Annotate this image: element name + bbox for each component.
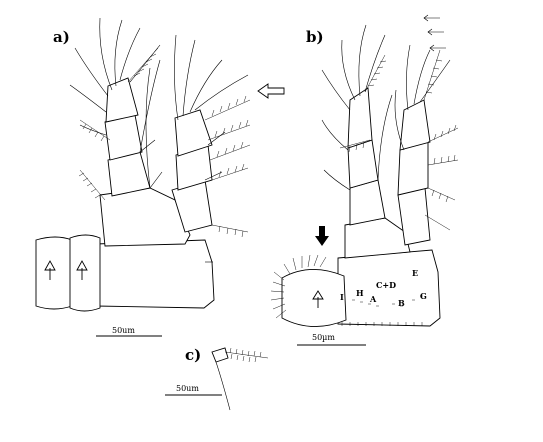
panel-a-indicator-arrow bbox=[257, 83, 285, 99]
region-i: I bbox=[340, 292, 344, 302]
panel-a-plumose-setae bbox=[78, 47, 251, 238]
region-c-d: C+D bbox=[376, 280, 396, 290]
panel-a-exopod-seg3 bbox=[105, 77, 139, 123]
panel-b-setae bbox=[321, 24, 451, 191]
panel-b-endopod-seg3 bbox=[399, 99, 431, 151]
panel-c-scale-label: 50um bbox=[176, 384, 199, 393]
panel-a-label: a) bbox=[53, 28, 70, 46]
panel-a-intercoxal-plate-2 bbox=[69, 234, 101, 312]
panel-a-endopod-seg3 bbox=[174, 109, 213, 157]
panel-b-plate-setae bbox=[270, 254, 327, 319]
panel-a-spines bbox=[139, 131, 226, 189]
panel-a: a) bbox=[35, 17, 285, 337]
region-h: H bbox=[356, 288, 364, 298]
panel-b-label: b) bbox=[306, 28, 324, 46]
panel-b-coxa-ornament bbox=[341, 295, 423, 326]
panel-c-plumose-spine bbox=[224, 347, 269, 363]
panel-b-plate-arrow bbox=[312, 290, 324, 308]
panel-b-coxa bbox=[337, 249, 441, 327]
panel-a-intercoxal-plate bbox=[35, 236, 73, 310]
panel-b-plumose-setae bbox=[339, 49, 459, 231]
panel-a-setae bbox=[69, 17, 249, 189]
panel-b-scale-label: 50µm bbox=[312, 333, 335, 342]
panel-a-plate-arrow-right bbox=[76, 260, 88, 280]
region-g: G bbox=[420, 291, 427, 301]
panel-b-exopod-seg3 bbox=[347, 87, 373, 149]
panel-c-seta bbox=[215, 361, 231, 411]
region-a: A bbox=[369, 294, 377, 304]
panel-a-coxa bbox=[95, 239, 215, 309]
region-b: B bbox=[398, 298, 405, 308]
panel-b-black-arrow bbox=[315, 226, 329, 246]
panel-a-scale-label: 50um bbox=[112, 326, 135, 335]
region-e: E bbox=[412, 268, 418, 278]
panel-b-small-arrows bbox=[423, 14, 446, 52]
panel-a-plate-arrow-left bbox=[44, 260, 56, 280]
panel-c: c) 50um bbox=[165, 346, 269, 411]
panel-c-segment bbox=[211, 347, 229, 363]
panel-b: b) bbox=[270, 14, 459, 346]
panel-b-endopod-seg2 bbox=[397, 141, 429, 196]
panel-a-exopod-seg2 bbox=[104, 114, 143, 161]
panel-c-label: c) bbox=[185, 346, 201, 364]
